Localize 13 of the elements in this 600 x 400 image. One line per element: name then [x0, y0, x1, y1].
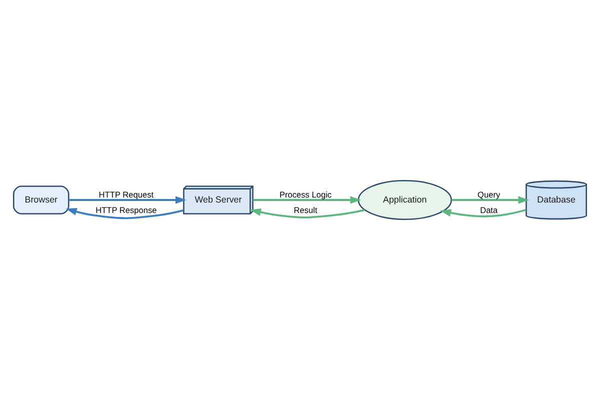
arrow: [66, 208, 184, 220]
edge-label: Data: [480, 205, 498, 216]
edge-label: Query: [478, 190, 500, 200]
node-box: Browser: [13, 186, 70, 214]
arrow: [440, 208, 526, 218]
edge-label: HTTP Request: [98, 190, 154, 200]
arrow: [252, 196, 362, 204]
arrow: [452, 196, 530, 204]
arrow: [68, 196, 186, 204]
edge-label: Process Logic: [279, 190, 332, 200]
edge-label: Result: [294, 205, 318, 216]
arrow: [250, 208, 365, 218]
edge-label: HTTP Response: [96, 205, 157, 216]
